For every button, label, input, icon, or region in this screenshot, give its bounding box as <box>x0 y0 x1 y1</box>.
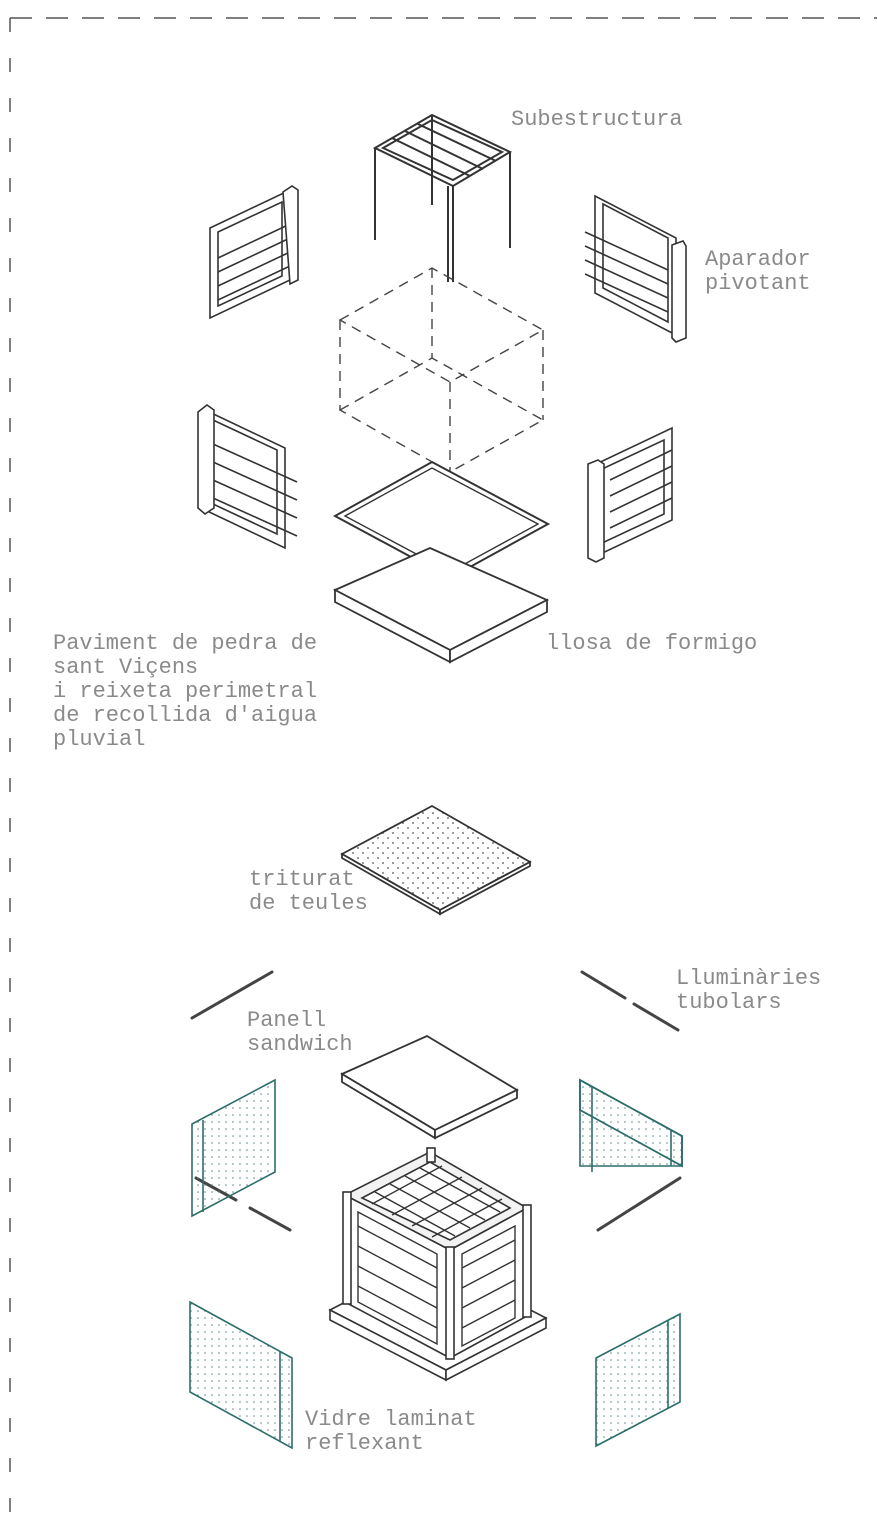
label-vidre: Vidre laminat reflexant <box>305 1407 477 1456</box>
shutter-panel-lower-left <box>197 404 298 550</box>
shutter-panel-lower-right <box>587 426 673 563</box>
dashed-volume <box>338 267 545 473</box>
dashed-frame <box>9 17 877 1538</box>
shutter-panel-upper-left <box>209 185 299 320</box>
label-paviment: Paviment de pedra de sant Viçens i reixe… <box>53 631 318 752</box>
label-llosa: llosa de formigo <box>546 631 758 656</box>
label-subestructura: Subestructura <box>511 107 683 132</box>
concrete-slab <box>332 547 550 664</box>
sandwich-panel <box>340 1034 519 1140</box>
subestructura-pergola <box>372 113 513 282</box>
label-lluminaries: Lluminàries tubolars <box>676 966 822 1015</box>
glass-panel-upper-right <box>579 1078 683 1172</box>
label-panell: Panell sandwich <box>247 1008 353 1057</box>
triturat-slab <box>340 804 532 916</box>
shutter-panel-upper-right <box>584 194 687 343</box>
glass-panel-lower-right <box>595 1312 681 1448</box>
label-triturat: triturat de teules <box>249 867 368 916</box>
assembled-pavilion <box>328 1147 548 1382</box>
glass-panel-upper-left <box>191 1078 276 1218</box>
glass-panel-lower-left <box>189 1300 293 1450</box>
label-aparador-pivotant: Aparador pivotant <box>705 247 811 296</box>
